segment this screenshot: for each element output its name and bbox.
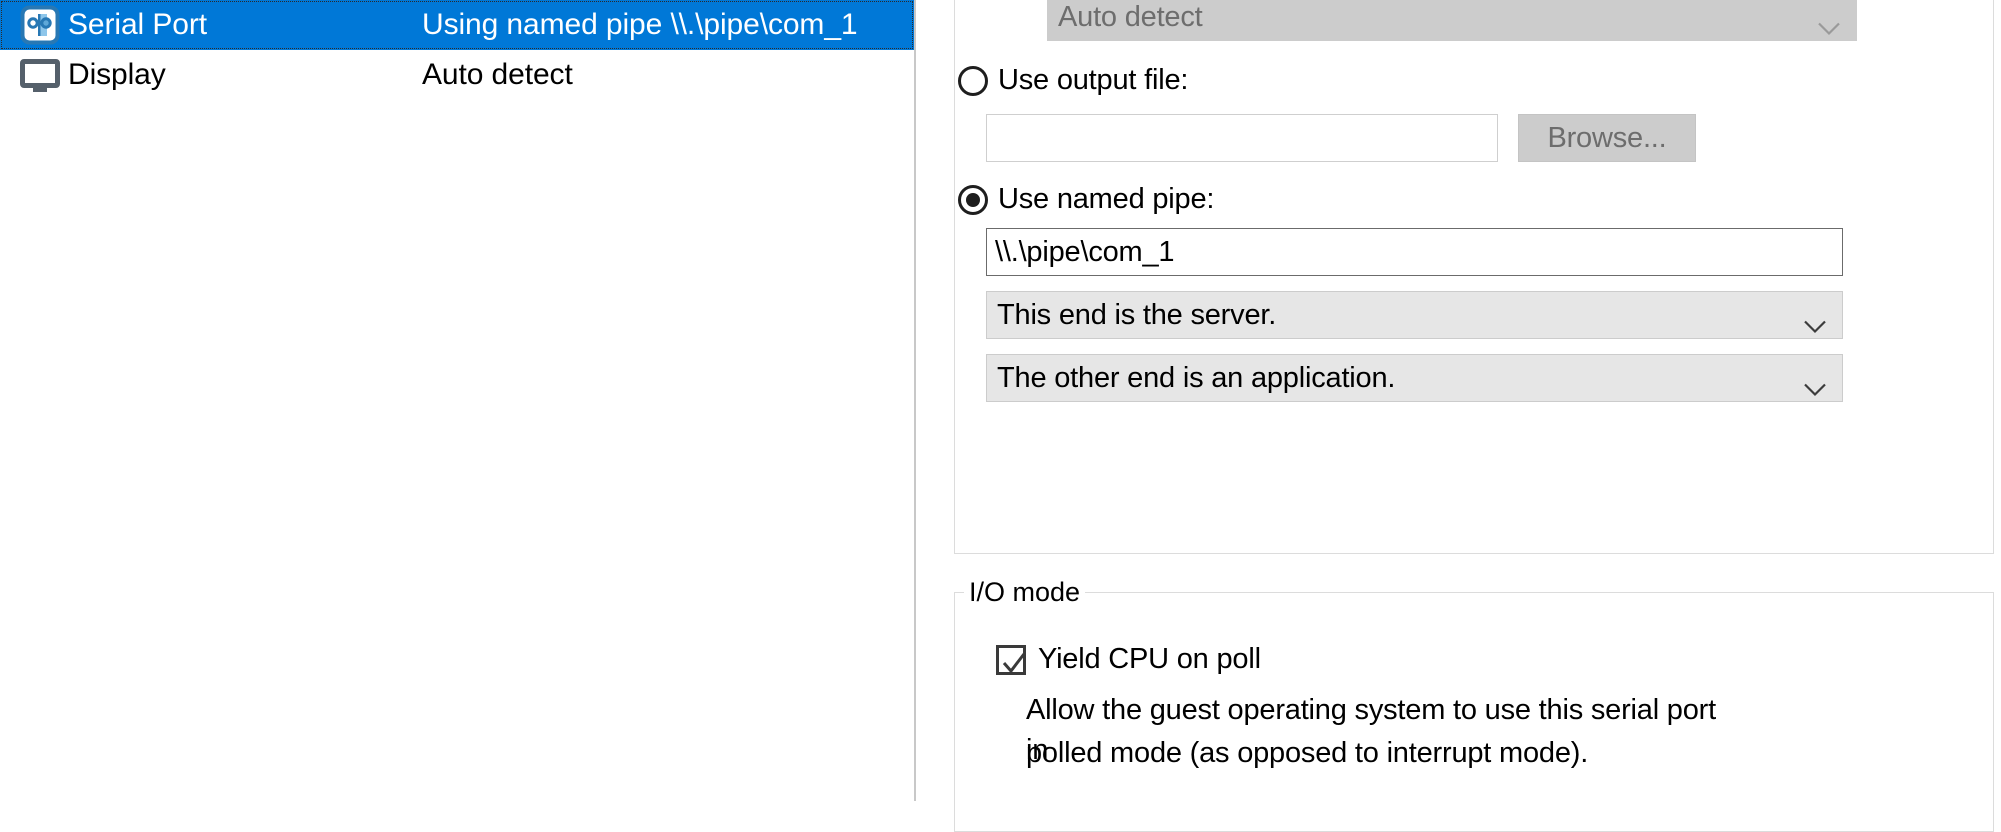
device-status-combo[interactable]: Auto detect bbox=[1047, 0, 1857, 41]
use-output-file-label: Use output file: bbox=[998, 64, 1189, 96]
yield-cpu-description-line-1: Allow the guest operating system to use … bbox=[1026, 694, 1716, 766]
named-pipe-path-value: \\.\pipe\com_1 bbox=[995, 235, 1175, 268]
connection-groupbox bbox=[954, 0, 1994, 554]
list-item-summary: Auto detect bbox=[422, 58, 573, 91]
checkmark-icon bbox=[996, 644, 1026, 675]
list-item-label: Serial Port bbox=[68, 8, 207, 41]
yield-cpu-on-poll-checkbox[interactable]: Yield CPU on poll bbox=[996, 643, 1261, 676]
use-named-pipe-radio[interactable]: Use named pipe: bbox=[958, 183, 1214, 216]
output-file-path-input[interactable] bbox=[986, 114, 1498, 162]
radio-unselected-icon bbox=[958, 65, 988, 96]
pipe-end-role-combo[interactable]: This end is the server. bbox=[986, 291, 1843, 339]
yield-cpu-on-poll-label: Yield CPU on poll bbox=[1038, 643, 1261, 675]
browse-button-label: Browse... bbox=[1547, 121, 1667, 154]
list-item-summary: Using named pipe \\.\pipe\com_1 bbox=[422, 8, 858, 41]
pipe-end-role-value: This end is the server. bbox=[997, 298, 1277, 331]
list-item-label: Display bbox=[68, 58, 166, 91]
list-item-serial-port[interactable]: Serial Port Using named pipe \\.\pipe\co… bbox=[0, 0, 914, 50]
browse-button[interactable]: Browse... bbox=[1518, 114, 1696, 162]
yield-cpu-description-line-2: polled mode (as opposed to interrupt mod… bbox=[1026, 737, 1589, 769]
chevron-down-icon bbox=[1818, 11, 1840, 36]
pipe-other-end-value: The other end is an application. bbox=[997, 361, 1396, 394]
chevron-down-icon bbox=[1804, 309, 1826, 334]
pipe-other-end-combo[interactable]: The other end is an application. bbox=[986, 354, 1843, 402]
use-named-pipe-label: Use named pipe: bbox=[998, 183, 1215, 215]
chevron-down-icon bbox=[1804, 372, 1826, 397]
radio-selected-icon bbox=[958, 184, 988, 215]
device-status-combo-value: Auto detect bbox=[1058, 0, 1203, 33]
named-pipe-path-input[interactable]: \\.\pipe\com_1 bbox=[986, 228, 1843, 276]
list-item-display[interactable]: Display Auto detect bbox=[0, 50, 914, 100]
device-list-panel[interactable]: Serial Port Using named pipe \\.\pipe\co… bbox=[0, 0, 916, 801]
use-output-file-radio[interactable]: Use output file: bbox=[958, 64, 1188, 97]
serial-port-icon bbox=[18, 3, 62, 47]
io-mode-groupbox-title: I/O mode bbox=[964, 576, 1086, 608]
display-monitor-icon bbox=[18, 53, 62, 97]
settings-pane: Auto detect Use output file: Browse... U… bbox=[916, 0, 2001, 832]
